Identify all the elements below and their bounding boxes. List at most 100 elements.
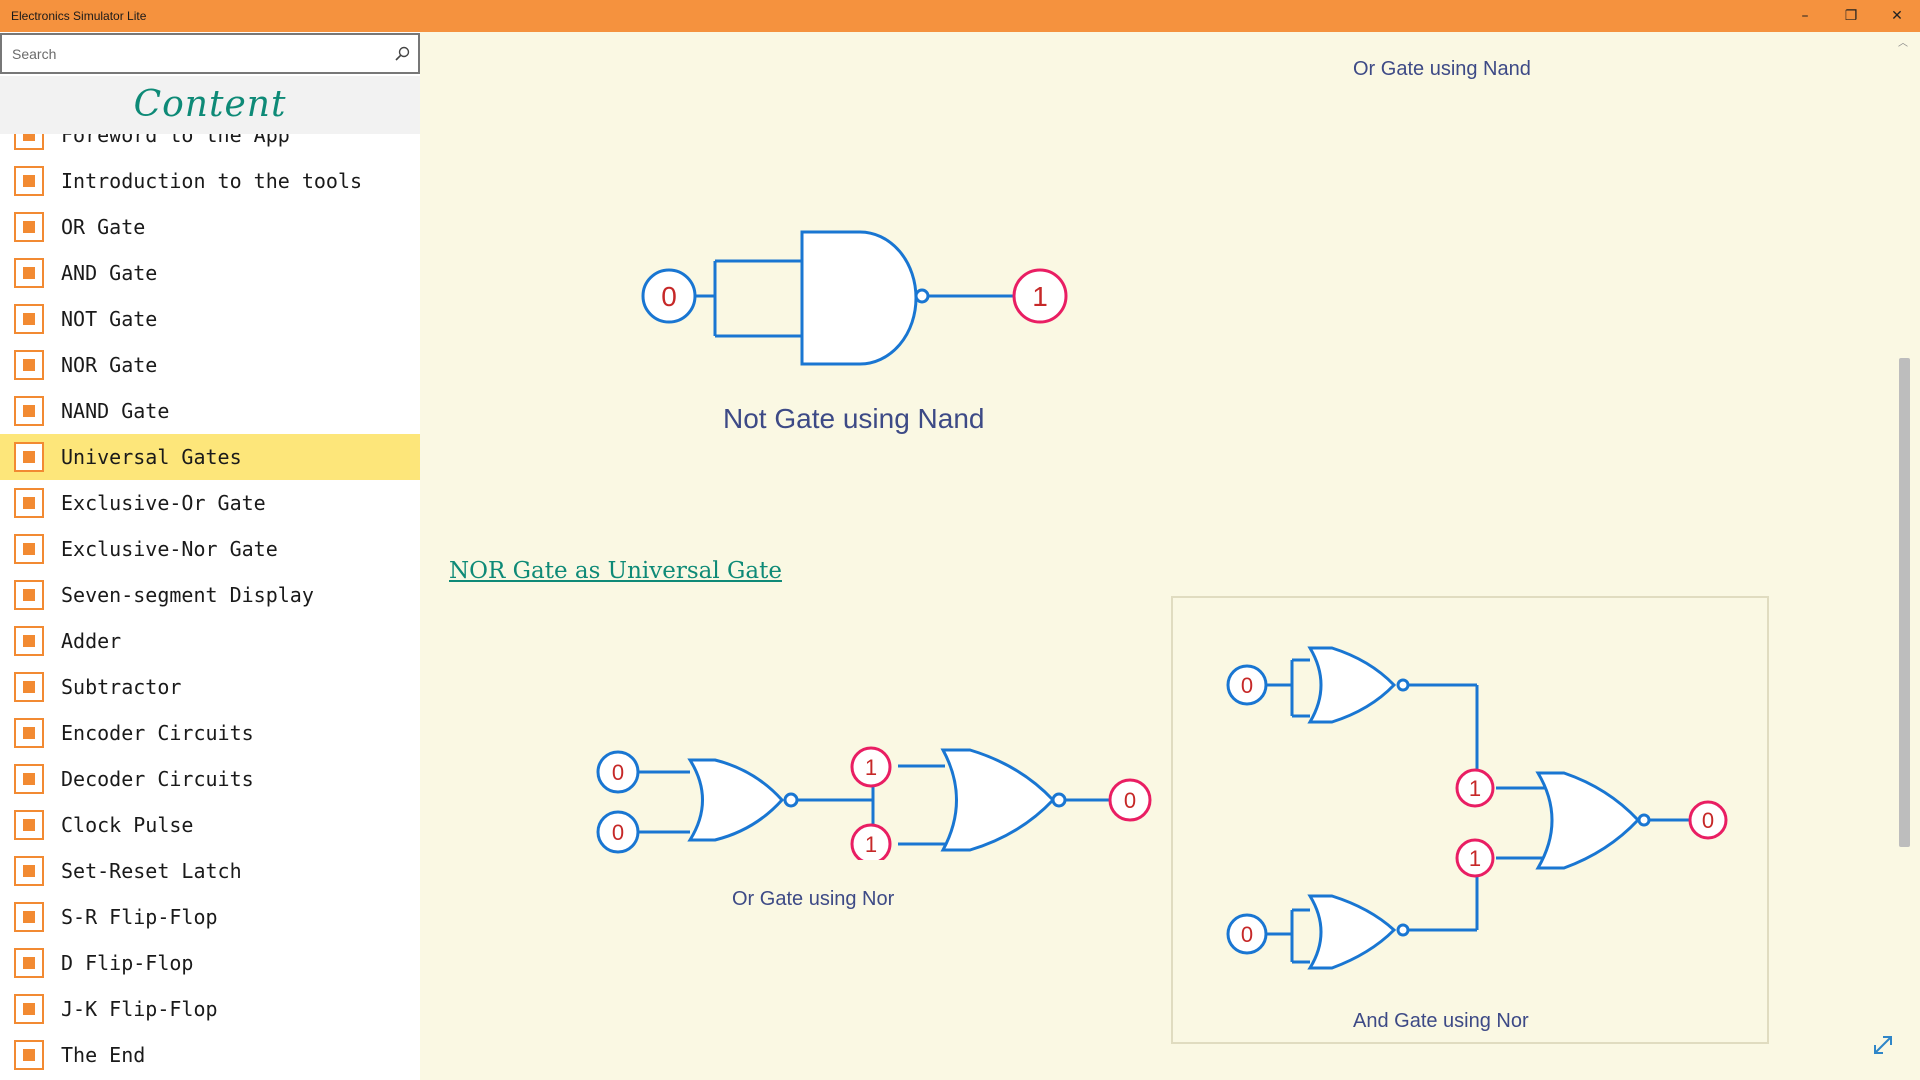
caption-not-gate-using-nand: Not Gate using Nand <box>723 403 985 434</box>
toc-item-label: NOR Gate <box>61 353 158 377</box>
toc-bullet-icon <box>14 580 44 610</box>
toc-item-label: S-R Flip-Flop <box>61 905 218 929</box>
or-gate-nor-diagram: 0 0 1 1 0 <box>596 746 1152 860</box>
toc-item-label: Exclusive-Nor Gate <box>61 537 278 561</box>
toc-item[interactable]: Encoder Circuits <box>0 710 420 756</box>
content-heading: Content <box>0 76 420 134</box>
toc-item[interactable]: NOT Gate <box>0 296 420 342</box>
and-nor-mid-a: 1 <box>1469 776 1481 801</box>
toc-bullet-icon <box>14 166 44 196</box>
toc-item-label: NAND Gate <box>61 399 170 423</box>
or-nor-input-b: 0 <box>612 820 624 845</box>
or-nor-mid-a: 1 <box>865 755 877 780</box>
section-nor-universal-link[interactable]: NOR Gate as Universal Gate <box>449 558 782 584</box>
title-bar: Electronics Simulator Lite – ❐ ✕ <box>0 0 1920 32</box>
toc-item-label: J-K Flip-Flop <box>61 997 218 1021</box>
not-nand-output-value: 1 <box>1032 281 1048 312</box>
not-nand-input-circle <box>641 268 697 324</box>
toc-item-label: D Flip-Flop <box>61 951 194 975</box>
toc-bullet-icon <box>14 948 44 978</box>
toc-item-label: Exclusive-Or Gate <box>61 491 266 515</box>
or-nor-output: 0 <box>1124 788 1136 813</box>
toc-item[interactable]: Subtractor <box>0 664 420 710</box>
toc-item-label: Universal Gates <box>61 445 242 469</box>
toc-item-label: Encoder Circuits <box>61 721 254 745</box>
toc-item[interactable]: NOR Gate <box>0 342 420 388</box>
toc-bullet-icon <box>14 534 44 564</box>
toc-item[interactable]: Set-Reset Latch <box>0 848 420 894</box>
or-nor-mid-b: 1 <box>865 832 877 857</box>
toc-bullet-icon <box>14 442 44 472</box>
toc-item[interactable]: Decoder Circuits <box>0 756 420 802</box>
and-nor-output: 0 <box>1702 808 1714 833</box>
caption-or-gate-using-nand: Or Gate using Nand <box>1353 58 1531 80</box>
toc-item[interactable]: D Flip-Flop <box>0 940 420 986</box>
caption-or-gate-using-nor: Or Gate using Nor <box>732 888 895 910</box>
toc-item-label: Seven-segment Display <box>61 583 314 607</box>
toc-item[interactable]: Exclusive-Nor Gate <box>0 526 420 572</box>
toc-item[interactable]: J-K Flip-Flop <box>0 986 420 1032</box>
toc-item-label: Decoder Circuits <box>61 767 254 791</box>
toc-bullet-icon <box>14 1040 44 1070</box>
toc-item[interactable]: Foreword to the App <box>0 134 420 158</box>
expand-icon[interactable] <box>1871 1033 1895 1057</box>
toc-bullet-icon <box>14 856 44 886</box>
not-nand-output-circle <box>1012 268 1068 324</box>
scroll-up-arrow[interactable]: ︿ <box>1898 38 1908 49</box>
toc-bullet-icon <box>14 212 44 242</box>
and-nor-mid-b: 1 <box>1469 846 1481 871</box>
toc-bullet-icon <box>14 810 44 840</box>
toc-item[interactable]: NAND Gate <box>0 388 420 434</box>
not-nand-input-value: 0 <box>661 281 677 312</box>
scrollbar-thumb[interactable] <box>1899 358 1910 847</box>
toc-bullet-icon <box>14 902 44 932</box>
search-placeholder: Search <box>12 46 57 62</box>
minimize-button[interactable]: – <box>1801 8 1809 24</box>
and-gate-nor-panel <box>1171 596 1769 1044</box>
toc-item[interactable]: The End <box>0 1032 420 1078</box>
toc-item-label: The End <box>61 1043 146 1067</box>
toc-bullet-icon <box>14 626 44 656</box>
or-nor-input-a: 0 <box>612 760 624 785</box>
close-button[interactable]: ✕ <box>1891 8 1903 24</box>
toc-bullet-icon <box>14 350 44 380</box>
search-icon[interactable] <box>394 46 410 62</box>
toc-item-label: Introduction to the tools <box>61 169 363 193</box>
toc-bullet-icon <box>14 396 44 426</box>
toc-item[interactable]: Exclusive-Or Gate <box>0 480 420 526</box>
toc-item-label: Subtractor <box>61 675 182 699</box>
caption-and-gate-using-nor: And Gate using Nor <box>1353 1010 1529 1032</box>
not-gate-nand-diagram: 0 1 <box>641 230 1068 366</box>
restore-button[interactable]: ❐ <box>1844 8 1858 24</box>
toc-bullet-icon <box>14 994 44 1024</box>
toc-item[interactable]: Adder <box>0 618 420 664</box>
toc-bullet-icon <box>14 672 44 702</box>
toc-item[interactable]: AND Gate <box>0 250 420 296</box>
and-nor-input-a: 0 <box>1241 673 1253 698</box>
toc-bullet-icon <box>14 764 44 794</box>
toc-item-label: Adder <box>61 629 122 653</box>
toc-item-label: OR Gate <box>61 215 146 239</box>
toc-item[interactable]: Introduction to the tools <box>0 158 420 204</box>
toc-bullet-icon <box>14 718 44 748</box>
and-nor-input-b: 0 <box>1241 922 1253 947</box>
toc-bullet-icon <box>14 304 44 334</box>
toc-item-label: Clock Pulse <box>61 813 194 837</box>
toc-item[interactable]: S-R Flip-Flop <box>0 894 420 940</box>
toc-item-label: NOT Gate <box>61 307 158 331</box>
toc-item[interactable]: Clock Pulse <box>0 802 420 848</box>
toc-item-label: AND Gate <box>61 261 158 285</box>
window-title: Electronics Simulator Lite <box>11 9 147 23</box>
toc-item[interactable]: OR Gate <box>0 204 420 250</box>
search-input[interactable]: Search <box>0 33 420 74</box>
toc-bullet-icon <box>14 488 44 518</box>
toc-item-label: Foreword to the App <box>61 134 290 147</box>
toc-item[interactable]: Universal Gates <box>0 434 420 480</box>
toc-bullet-icon <box>14 258 44 288</box>
toc-item[interactable]: Seven-segment Display <box>0 572 420 618</box>
toc-item-label: Set-Reset Latch <box>61 859 242 883</box>
and-gate-nor-diagram: 0 0 1 1 0 <box>1226 646 1728 970</box>
toc-bullet-icon <box>14 134 44 150</box>
